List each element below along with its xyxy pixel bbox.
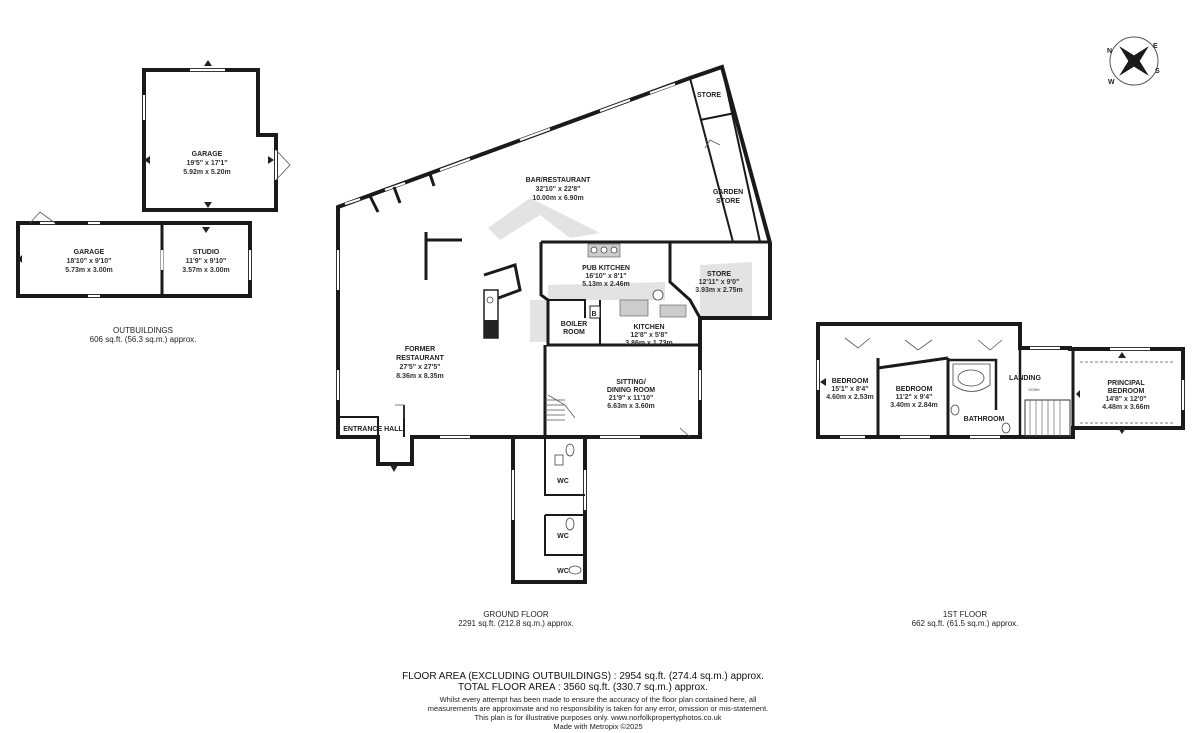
room-wc3-name: WC	[557, 568, 569, 575]
room-principal-imperial: 14'8" x 12'0"	[1105, 396, 1146, 403]
basin-icon	[950, 404, 960, 416]
room-garage-top-metric: 5.92m x 5.20m	[183, 169, 230, 176]
boiler-icon	[589, 305, 601, 319]
compass-icon: N E S W	[1107, 36, 1160, 86]
ground-floor-plan: B	[336, 64, 772, 584]
outbuildings-area: 606 sq.ft. (56.3 sq.m.) approx.	[90, 335, 197, 344]
room-bedroom2-name: BEDROOM	[896, 386, 933, 393]
room-bar-restaurant-name: BAR/RESTAURANT	[526, 177, 592, 184]
room-garden-store-line1: GARDEN	[713, 189, 743, 196]
room-bedroom2-metric: 3.40m x 2.84m	[890, 402, 937, 409]
room-sitting-line1: SITTING/	[616, 379, 646, 386]
room-entrance-hall-name: ENTRANCE HALL	[343, 426, 403, 433]
room-garage-left-metric: 5.73m x 3.00m	[65, 267, 112, 274]
room-wc2-name: WC	[557, 533, 569, 540]
room-former-restaurant-imperial: 27'5" x 27'5"	[399, 364, 440, 371]
door-icon	[977, 339, 1003, 351]
room-bedroom2-imperial: 11'2" x 9'4"	[896, 394, 933, 401]
footer-disclaimer-1: Whilst every attempt has been made to en…	[440, 695, 757, 704]
room-boiler-line1: BOILER	[561, 321, 587, 328]
stair-icon	[547, 394, 576, 419]
room-pub-kitchen-metric: 5.13m x 2.46m	[582, 281, 629, 288]
room-former-restaurant-metric: 8.36m x 8.35m	[396, 373, 443, 380]
first-floor-area: 662 sq.ft. (61.5 sq.m.) approx.	[912, 619, 1019, 628]
footer-floor-area: FLOOR AREA (EXCLUDING OUTBUILDINGS) : 29…	[402, 671, 764, 682]
room-bedroom1-metric: 4.60m x 2.53m	[826, 394, 873, 401]
toilet-icon	[1001, 422, 1011, 434]
room-sitting-line2: DINING ROOM	[607, 387, 655, 394]
room-sitting-imperial: 21'9" x 11'10"	[609, 395, 654, 402]
room-bar-restaurant-imperial: 32'10" x 22'8"	[535, 186, 580, 193]
staircase-icon	[1024, 399, 1071, 437]
room-store-mid-imperial: 12'11" x 9'0"	[699, 279, 740, 286]
ground-floor-title: GROUND FLOOR	[483, 610, 549, 619]
room-pub-kitchen-name: PUB KITCHEN	[582, 265, 630, 272]
ground-floor-area: 2291 sq.ft. (212.8 sq.m.) approx.	[458, 619, 574, 628]
room-bathroom-name: BATHROOM	[964, 416, 1005, 423]
compass-n: N	[1107, 48, 1112, 55]
room-sitting-metric: 6.63m x 3.60m	[607, 403, 654, 410]
footer-total-area: TOTAL FLOOR AREA : 3560 sq.ft. (330.7 sq…	[458, 682, 708, 693]
door-icon	[844, 337, 871, 349]
room-kitchen-imperial: 12'8" x 5'8"	[630, 332, 667, 339]
room-principal-metric: 4.48m x 3.66m	[1102, 404, 1149, 411]
room-former-restaurant-line2: RESTAURANT	[396, 355, 444, 362]
staircase-icon	[545, 399, 565, 421]
room-landing-name: LANDING	[1009, 375, 1041, 382]
room-pub-kitchen-imperial: 16'10" x 8'1"	[585, 273, 626, 280]
room-bedroom1-imperial: 15'1" x 8'4"	[831, 386, 868, 393]
door-icon	[679, 427, 691, 438]
stair-down-note: DOWN	[1028, 388, 1040, 392]
footer-disclaimer-2: measurements are approximate and no resp…	[428, 704, 769, 713]
door-icon	[904, 339, 933, 351]
footer-disclaimer-3: This plan is for illustrative purposes o…	[474, 713, 721, 722]
room-bar-restaurant-metric: 10.00m x 6.90m	[532, 195, 583, 202]
door-icon	[704, 139, 721, 149]
room-garage-left-imperial: 18'10" x 9'10"	[66, 258, 111, 265]
room-store-mid-name: STORE	[707, 271, 731, 278]
room-wc1-name: WC	[557, 478, 569, 485]
compass-w: W	[1108, 79, 1115, 86]
room-boiler-line2: ROOM	[563, 329, 585, 336]
room-garden-store-line2: STORE	[716, 198, 740, 205]
room-garage-top-imperial: 19'5" x 17'1"	[186, 160, 227, 167]
room-principal-line1: PRINCIPAL	[1107, 380, 1145, 387]
boiler-symbol: B	[592, 311, 597, 318]
outbuildings-plan	[16, 60, 291, 298]
room-former-restaurant-line1: FORMER	[405, 346, 435, 353]
room-kitchen-name: KITCHEN	[633, 324, 664, 331]
room-store-mid-metric: 3.93m x 2.75m	[695, 287, 742, 294]
door-icon	[395, 404, 405, 418]
compass-s: S	[1155, 68, 1160, 75]
door-icon	[29, 211, 56, 224]
compass-e: E	[1153, 43, 1158, 50]
room-store-top-name: STORE	[697, 92, 721, 99]
room-garage-top-name: GARAGE	[192, 151, 223, 158]
footer-disclaimer-4: Made with Metropix ©2025	[553, 722, 642, 731]
first-floor-title: 1ST FLOOR	[943, 610, 988, 619]
wc-wing-walls	[511, 437, 587, 584]
garage-door-icon	[275, 149, 291, 181]
room-studio-name: STUDIO	[193, 249, 220, 256]
room-garage-left-name: GARAGE	[74, 249, 105, 256]
garage-top-walls	[142, 68, 278, 212]
room-kitchen-metric: 3.86m x 1.73m	[625, 340, 672, 347]
garage-studio-walls	[16, 221, 252, 298]
first-floor-plan	[816, 322, 1185, 439]
room-studio-imperial: 11'9" x 9'10"	[186, 258, 227, 265]
room-bedroom1-name: BEDROOM	[832, 378, 869, 385]
outbuildings-title: OUTBUILDINGS	[113, 326, 173, 335]
room-principal-line2: BEDROOM	[1108, 388, 1145, 395]
room-studio-metric: 3.57m x 3.00m	[182, 267, 229, 274]
